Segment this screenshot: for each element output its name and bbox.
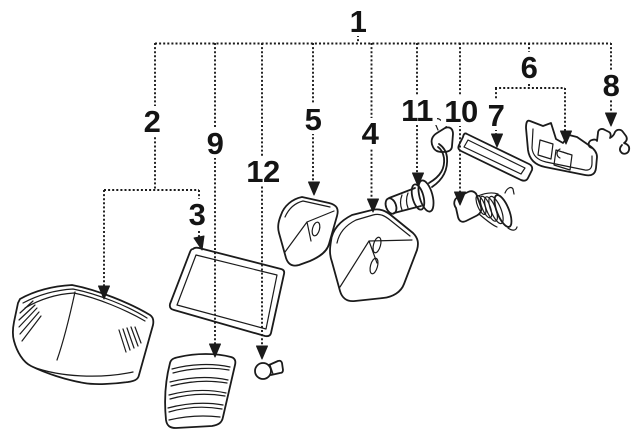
svg-text:12: 12 [246,154,279,189]
bracket-window1 [537,139,554,160]
arrow-11 [412,172,424,187]
bulb-socket-drawing [384,116,454,215]
arrow-12 [256,345,268,360]
lens-outline [11,284,155,385]
lens-seal-drawing [168,246,286,338]
arrow-6 [560,130,572,145]
socket-flange [417,179,435,213]
bulb10-tip [453,190,483,223]
small-bulb-drawing [254,359,284,380]
socket-connector [430,126,454,153]
gasket-inner [463,139,526,175]
callout-label-8: 8 [600,68,622,103]
housing4-hole-upper [372,236,382,254]
arrow-2 [98,285,110,300]
bracket-adjuster-mark [556,148,569,159]
housing4-outline [329,208,419,303]
halogen-bulb-drawing [453,187,518,231]
bulb10-silhouette [477,192,499,228]
housing5-outline [277,196,339,267]
arrow-4 [367,198,379,213]
socket-collar [410,183,426,211]
small-bulb-neck [269,364,274,375]
large-housing-drawing [329,208,419,303]
svg-text:5: 5 [305,102,322,137]
arrow-3 [193,235,205,251]
housing5-rim [284,200,331,218]
housing4-rim [336,213,411,244]
svg-text:1: 1 [350,4,367,39]
headlamp-lens-drawing [11,284,155,385]
lens-left-hatch [18,300,42,342]
mounting-bracket-drawing [525,119,598,177]
small-bulb-glass [254,362,272,380]
callout-label-1: 1 [347,4,369,39]
housing4-hole-lower [369,257,379,275]
svg-text:7: 7 [488,98,505,133]
clip-wire [587,128,631,155]
housing5-depth [284,210,335,253]
callout-label-9: 9 [204,126,226,161]
bracket-inner-edge [531,128,593,171]
lens-rim-line2 [24,292,146,322]
bracket-outline [525,119,598,177]
svg-text:8: 8 [603,68,620,103]
bulb10-tabs [504,187,518,231]
callout-label-2: 2 [141,104,163,139]
small-bulb-base [268,359,284,376]
seal-outer [168,246,286,338]
gasket-outer [457,132,534,182]
signal-lens-outline [164,353,237,429]
arrow-5 [308,181,320,196]
part-drawings [11,116,631,429]
lens-bottom-line [32,366,134,377]
svg-text:10: 10 [444,94,477,129]
lens-right-hatch [118,326,142,353]
arrow-7 [491,133,503,148]
svg-text:3: 3 [189,197,206,232]
callout-arrows [98,112,617,360]
callout-label-4: 4 [359,116,381,151]
leader-2 [103,43,199,287]
retaining-clip-drawing [587,128,631,155]
callout-label-3: 3 [186,197,208,232]
callout-label-6: 6 [518,50,540,85]
lens-rim-line [22,288,148,319]
signal-lens-drawing [164,353,237,429]
callout-labels: 1 2 3 4 5 6 7 8 [141,4,622,232]
housing5-hole [311,221,321,237]
svg-text:2: 2 [144,104,161,139]
arrow-9 [209,343,221,358]
svg-text:6: 6 [521,50,538,85]
callout-label-12: 12 [243,154,283,189]
small-housing-drawing [277,196,339,267]
signal-lens-ribs [167,363,231,421]
svg-text:4: 4 [362,116,380,151]
bulb10-rib4 [488,195,504,225]
lens-center-curve [56,291,76,361]
arrow-8 [605,112,617,127]
callout-label-5: 5 [302,102,324,137]
arrow-10 [454,191,466,206]
socket-ribs [399,192,409,211]
socket-wire [428,143,449,188]
leader-main-1 [155,35,611,45]
svg-text:9: 9 [207,126,224,161]
callout-label-7: 7 [485,98,507,133]
svg-text:11: 11 [401,93,433,128]
bracket-gasket-drawing [457,132,534,182]
seal-inner [176,254,278,330]
housing4-depth [339,239,413,288]
callout-label-10: 10 [441,94,481,129]
callout-label-11: 11 [397,93,437,128]
bulb10-flange [493,194,513,228]
